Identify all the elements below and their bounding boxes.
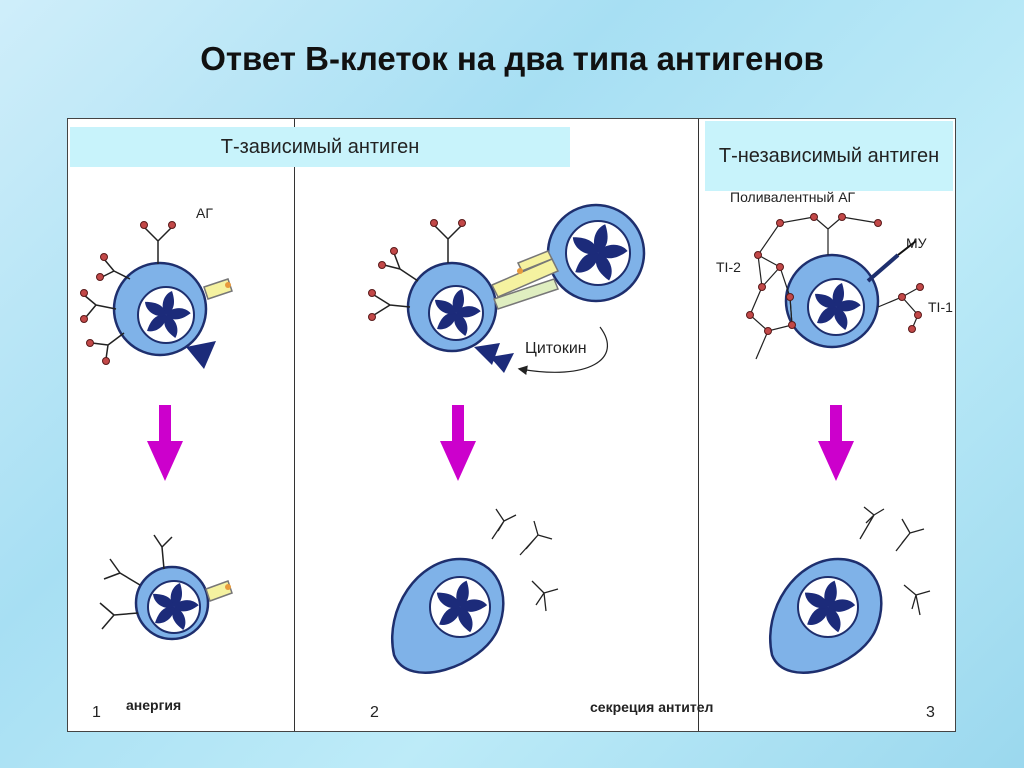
antigen-label: АГ [196,205,213,221]
panel-1-caption: анергия [126,697,182,713]
ti1-label: TI-1 [928,299,953,315]
panel-3-number: 3 [926,704,935,721]
b-cell-2 [368,203,646,375]
plasma-cell-2 [391,508,559,674]
plasma-cell-3 [769,506,931,674]
ti2-label: TI-2 [716,259,741,275]
panel-divider-2 [698,119,699,731]
b-cell-3 [746,213,924,360]
anergic-cell [99,534,233,641]
panel-divider-1 [294,119,295,731]
header-t-dependent: Т-зависимый антиген [70,127,570,167]
magenta-arrows [147,405,854,481]
diagram-frame: Т-зависимый антиген Т-независимый антиге… [67,118,956,732]
panel-2-number: 2 [370,704,379,721]
cytokine-label: Цитокин [525,340,587,357]
panel-2-caption: секреция антител [590,699,714,715]
header-t-independent: Т-независимый антиген [705,121,953,191]
slide-title: Ответ В-клеток на два типа антигенов [200,40,824,77]
diagram-graphics [80,203,931,674]
b-cell-1 [80,221,233,369]
mu-label: МУ [906,235,927,251]
polyvalent-antigen-label: Поливалентный АГ [730,189,856,205]
panel-1-number: 1 [92,704,101,721]
